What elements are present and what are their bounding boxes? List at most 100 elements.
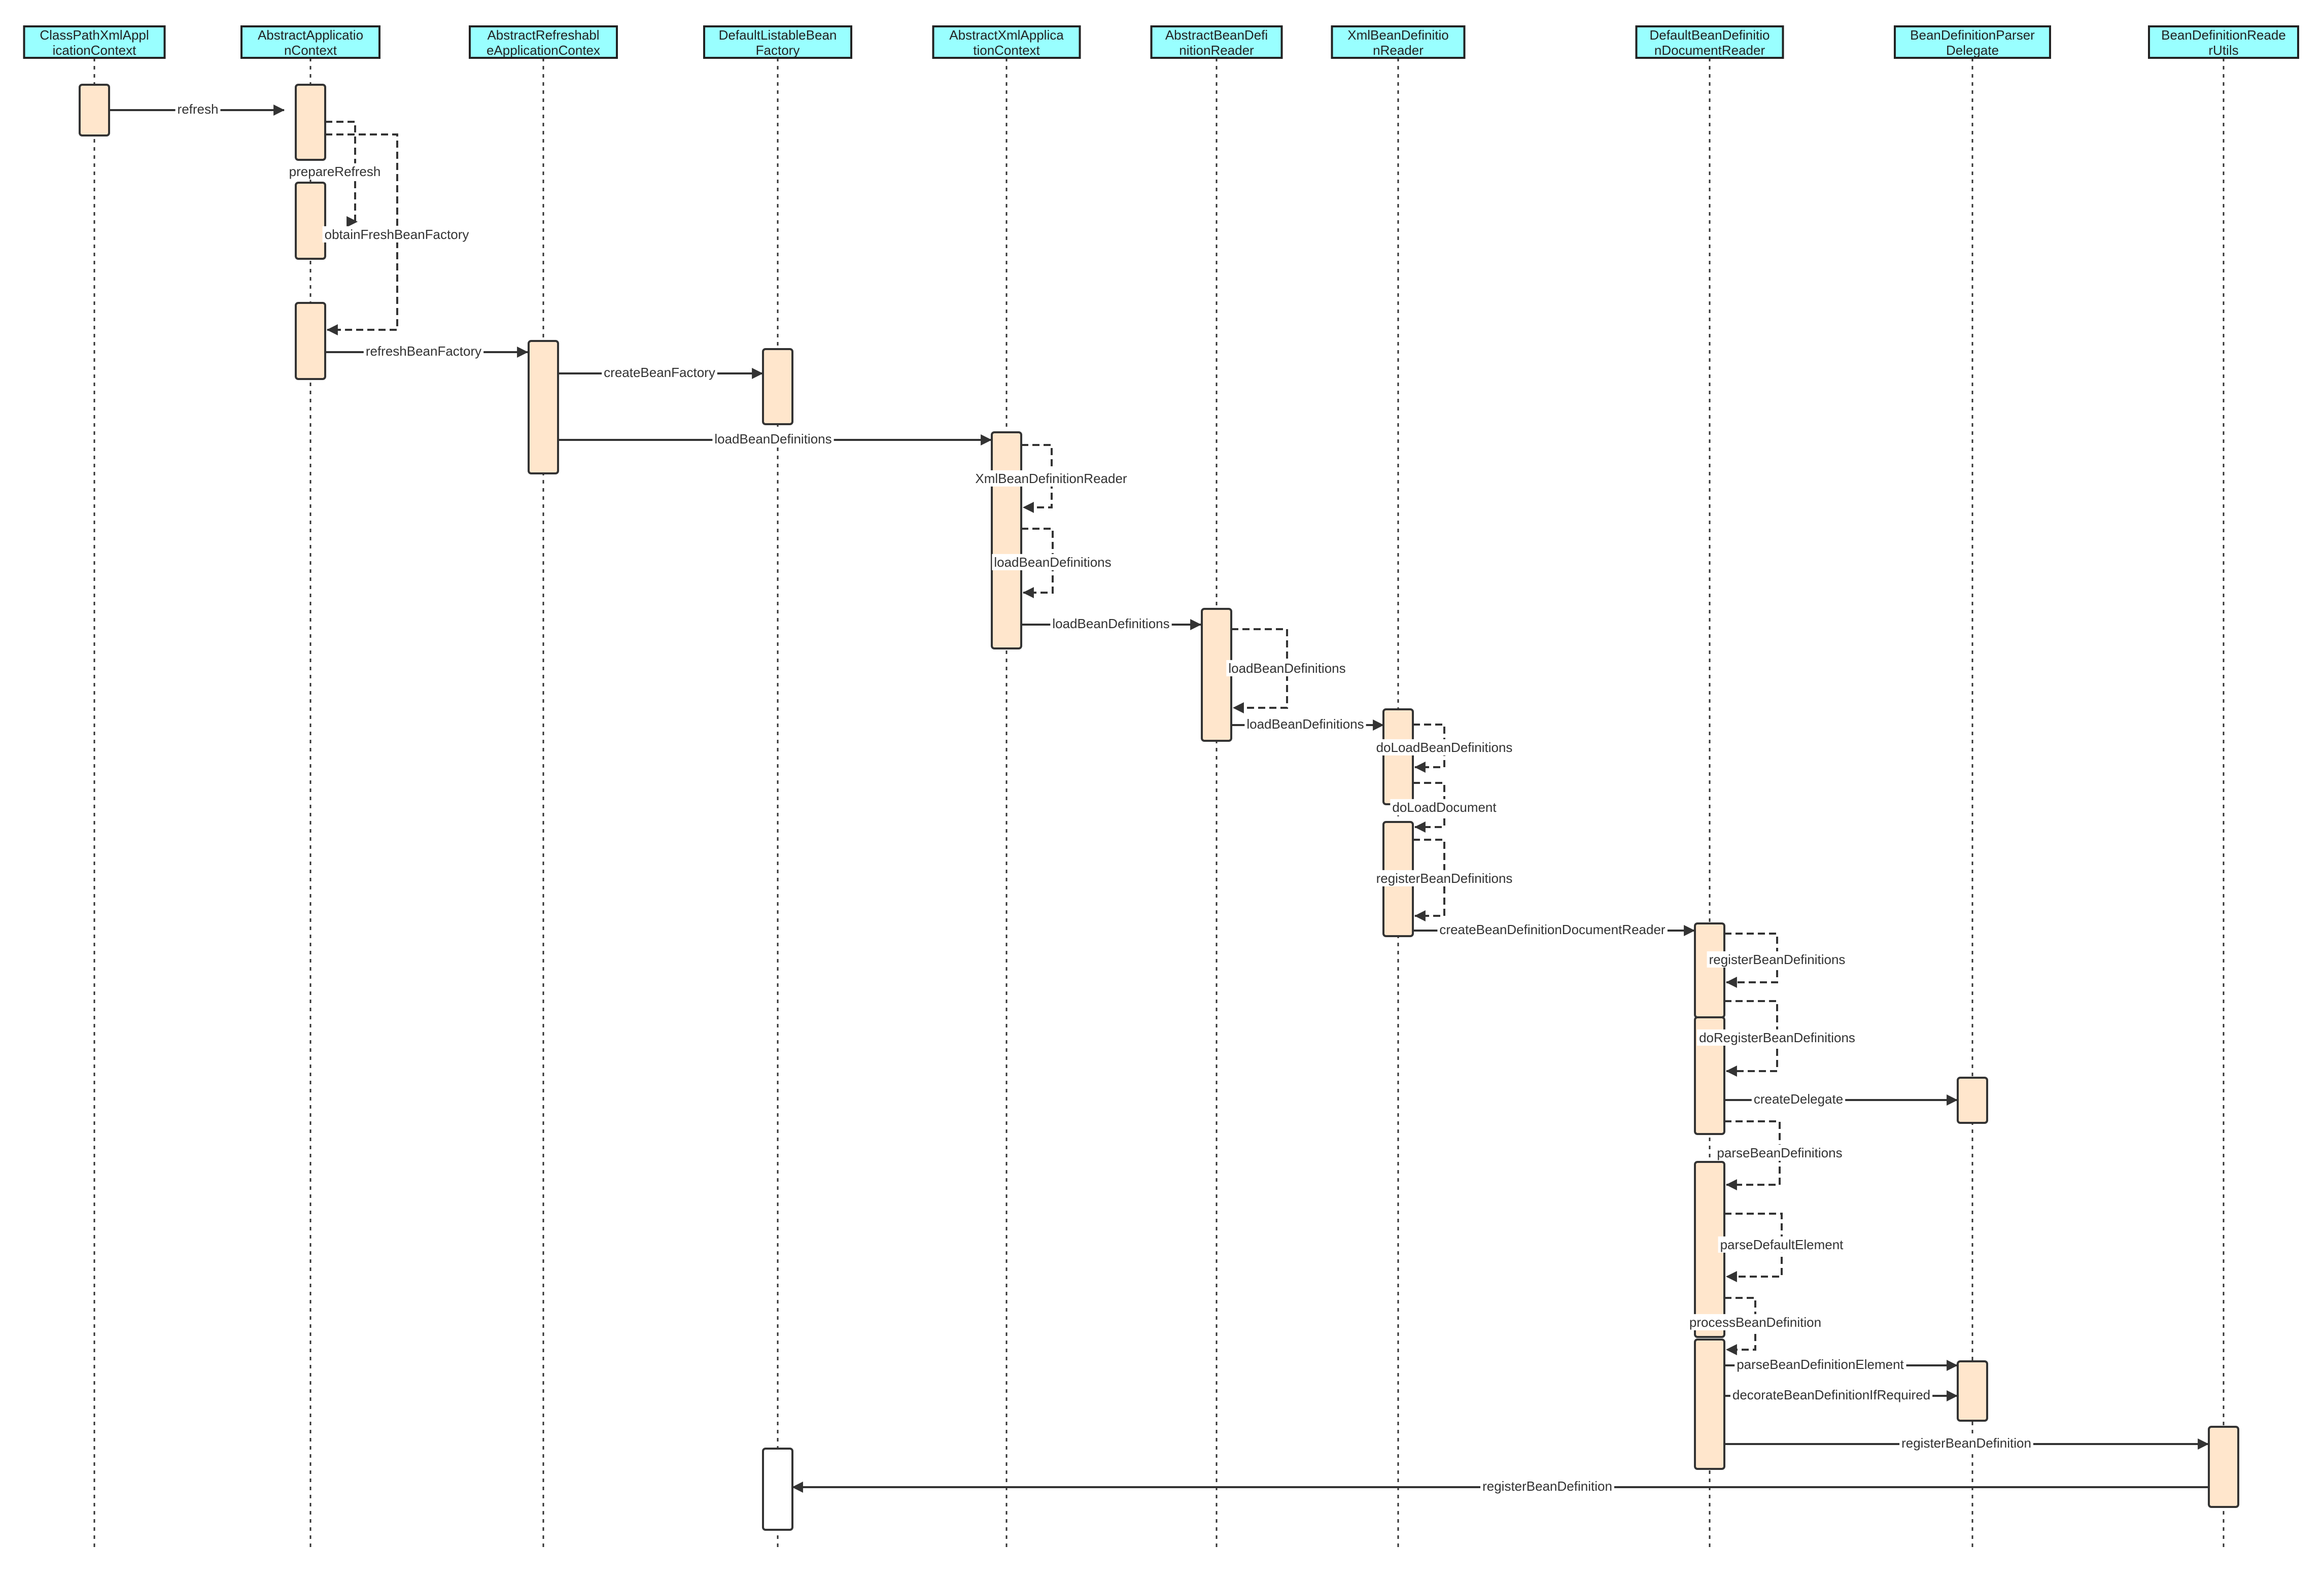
message-label: refresh [178,101,219,117]
message-label: obtainFreshBeanFactory [325,227,469,242]
participant-label: eApplicationContex [487,43,600,58]
participant-label: nitionReader [1179,43,1254,58]
message-label-background [1390,799,1499,815]
activation-bar [1694,922,1725,1018]
participant-box [1635,25,1784,59]
message-label: createDelegate [1754,1091,1843,1107]
message-label-background [287,163,383,180]
participant-label: tionContext [973,43,1040,58]
message-label: XmlBeanDefinitionReader [975,471,1127,486]
participant-box [469,25,618,59]
message-label: registerBeanDefinitions [1376,871,1513,886]
participant-box [1331,25,1466,59]
self-message-arrow [1413,782,1445,833]
participant-label: XmlBeanDefinitio [1347,27,1448,43]
message-label-background [1050,615,1172,632]
activation-bar [1694,1338,1725,1470]
participant-header: XmlBeanDefinitionReader [1331,25,1466,59]
message-label-background [1687,1314,1824,1330]
participant-label: Delegate [1946,43,1999,58]
message-label: registerBeanDefinition [1482,1479,1612,1494]
messages: refresh prepareRefresh obtainFreshBeanFact… [109,100,2209,1494]
message-label: loadBeanDefinitions [714,431,831,447]
message-label-background [1226,660,1348,676]
message-label-background [992,554,1114,570]
message-label-background [1244,715,1366,732]
participant-label: icationContext [53,43,137,58]
participant-label: DefaultBeanDefinitio [1649,27,1770,43]
participant-box [23,25,166,59]
message-label-background [1437,921,1668,938]
message-label: loadBeanDefinitions [1228,661,1345,676]
message-label: parseBeanDefinitionElement [1737,1357,1904,1372]
activation-bar [1957,1077,1988,1124]
message-label: doLoadBeanDefinitions [1376,740,1513,755]
participant-box [240,25,380,59]
activation-bar [295,182,326,260]
lifelines [93,58,2225,1550]
message-label: doLoadDocument [1392,800,1497,815]
message-label: decorateBeanDefinitionIfRequired [1732,1387,1930,1402]
message-label-background [1730,1386,1933,1403]
message-label-background [1751,1090,1846,1107]
message-label-background [1899,1434,2033,1451]
participant-box [1150,25,1283,59]
message-label-background [175,100,221,117]
self-message-arrow [1724,1000,1778,1077]
participant-label: DefaultListableBean [719,27,837,43]
message-label-background [363,342,484,359]
message-label-background [973,470,1129,487]
participant-label: AbstractBeanDefi [1165,27,1268,43]
message-label: loadBeanDefinitions [1052,616,1169,631]
participant-label: AbstractApplicatio [258,27,363,43]
message-label-background [602,364,717,381]
participant-label: rUtils [2208,43,2238,58]
message-label: loadBeanDefinitions [994,555,1111,570]
message-label-background [1374,870,1515,886]
participant-box [932,25,1081,59]
message-label-background [1697,1029,1857,1046]
self-message-arrow [1724,1120,1781,1190]
activation-bar [1382,708,1414,805]
activation-bar [528,340,559,474]
participant-label: nReader [1373,43,1424,58]
self-message-arrow [1724,933,1778,988]
message-label-background [712,430,834,447]
message-label-background [322,226,471,243]
participant-label: Factory [756,43,800,58]
activation-bar [295,302,326,380]
message-label: createBeanDefinitionDocumentReader [1439,922,1665,937]
participant-label: ClassPathXmlAppl [40,27,149,43]
participant-box [2148,25,2299,59]
message-label: doRegisterBeanDefinitions [1699,1030,1855,1045]
message-label-background [1374,739,1515,756]
activation-bar [762,1448,793,1531]
message-label-background [1707,951,1848,968]
message-label-background [1715,1144,1845,1161]
message-label-background [1718,1236,1846,1253]
message-label: refreshBeanFactory [366,344,481,359]
message-label: prepareRefresh [289,164,381,179]
activation-bar [762,348,793,425]
participant-box [703,25,852,59]
message-label-background [1480,1478,1614,1494]
participant-box [1894,25,2051,59]
activation-bar [2208,1426,2239,1508]
activation-bar [1957,1360,1988,1422]
participant-label: nContext [284,43,337,58]
message-label: parseDefaultElement [1720,1237,1844,1252]
message-label: registerBeanDefinition [1901,1435,2031,1451]
self-message-arrow [1413,724,1445,773]
self-message-arrow [1724,1213,1783,1282]
activations [79,84,2239,1531]
participant-label: AbstractRefreshabl [487,27,599,43]
